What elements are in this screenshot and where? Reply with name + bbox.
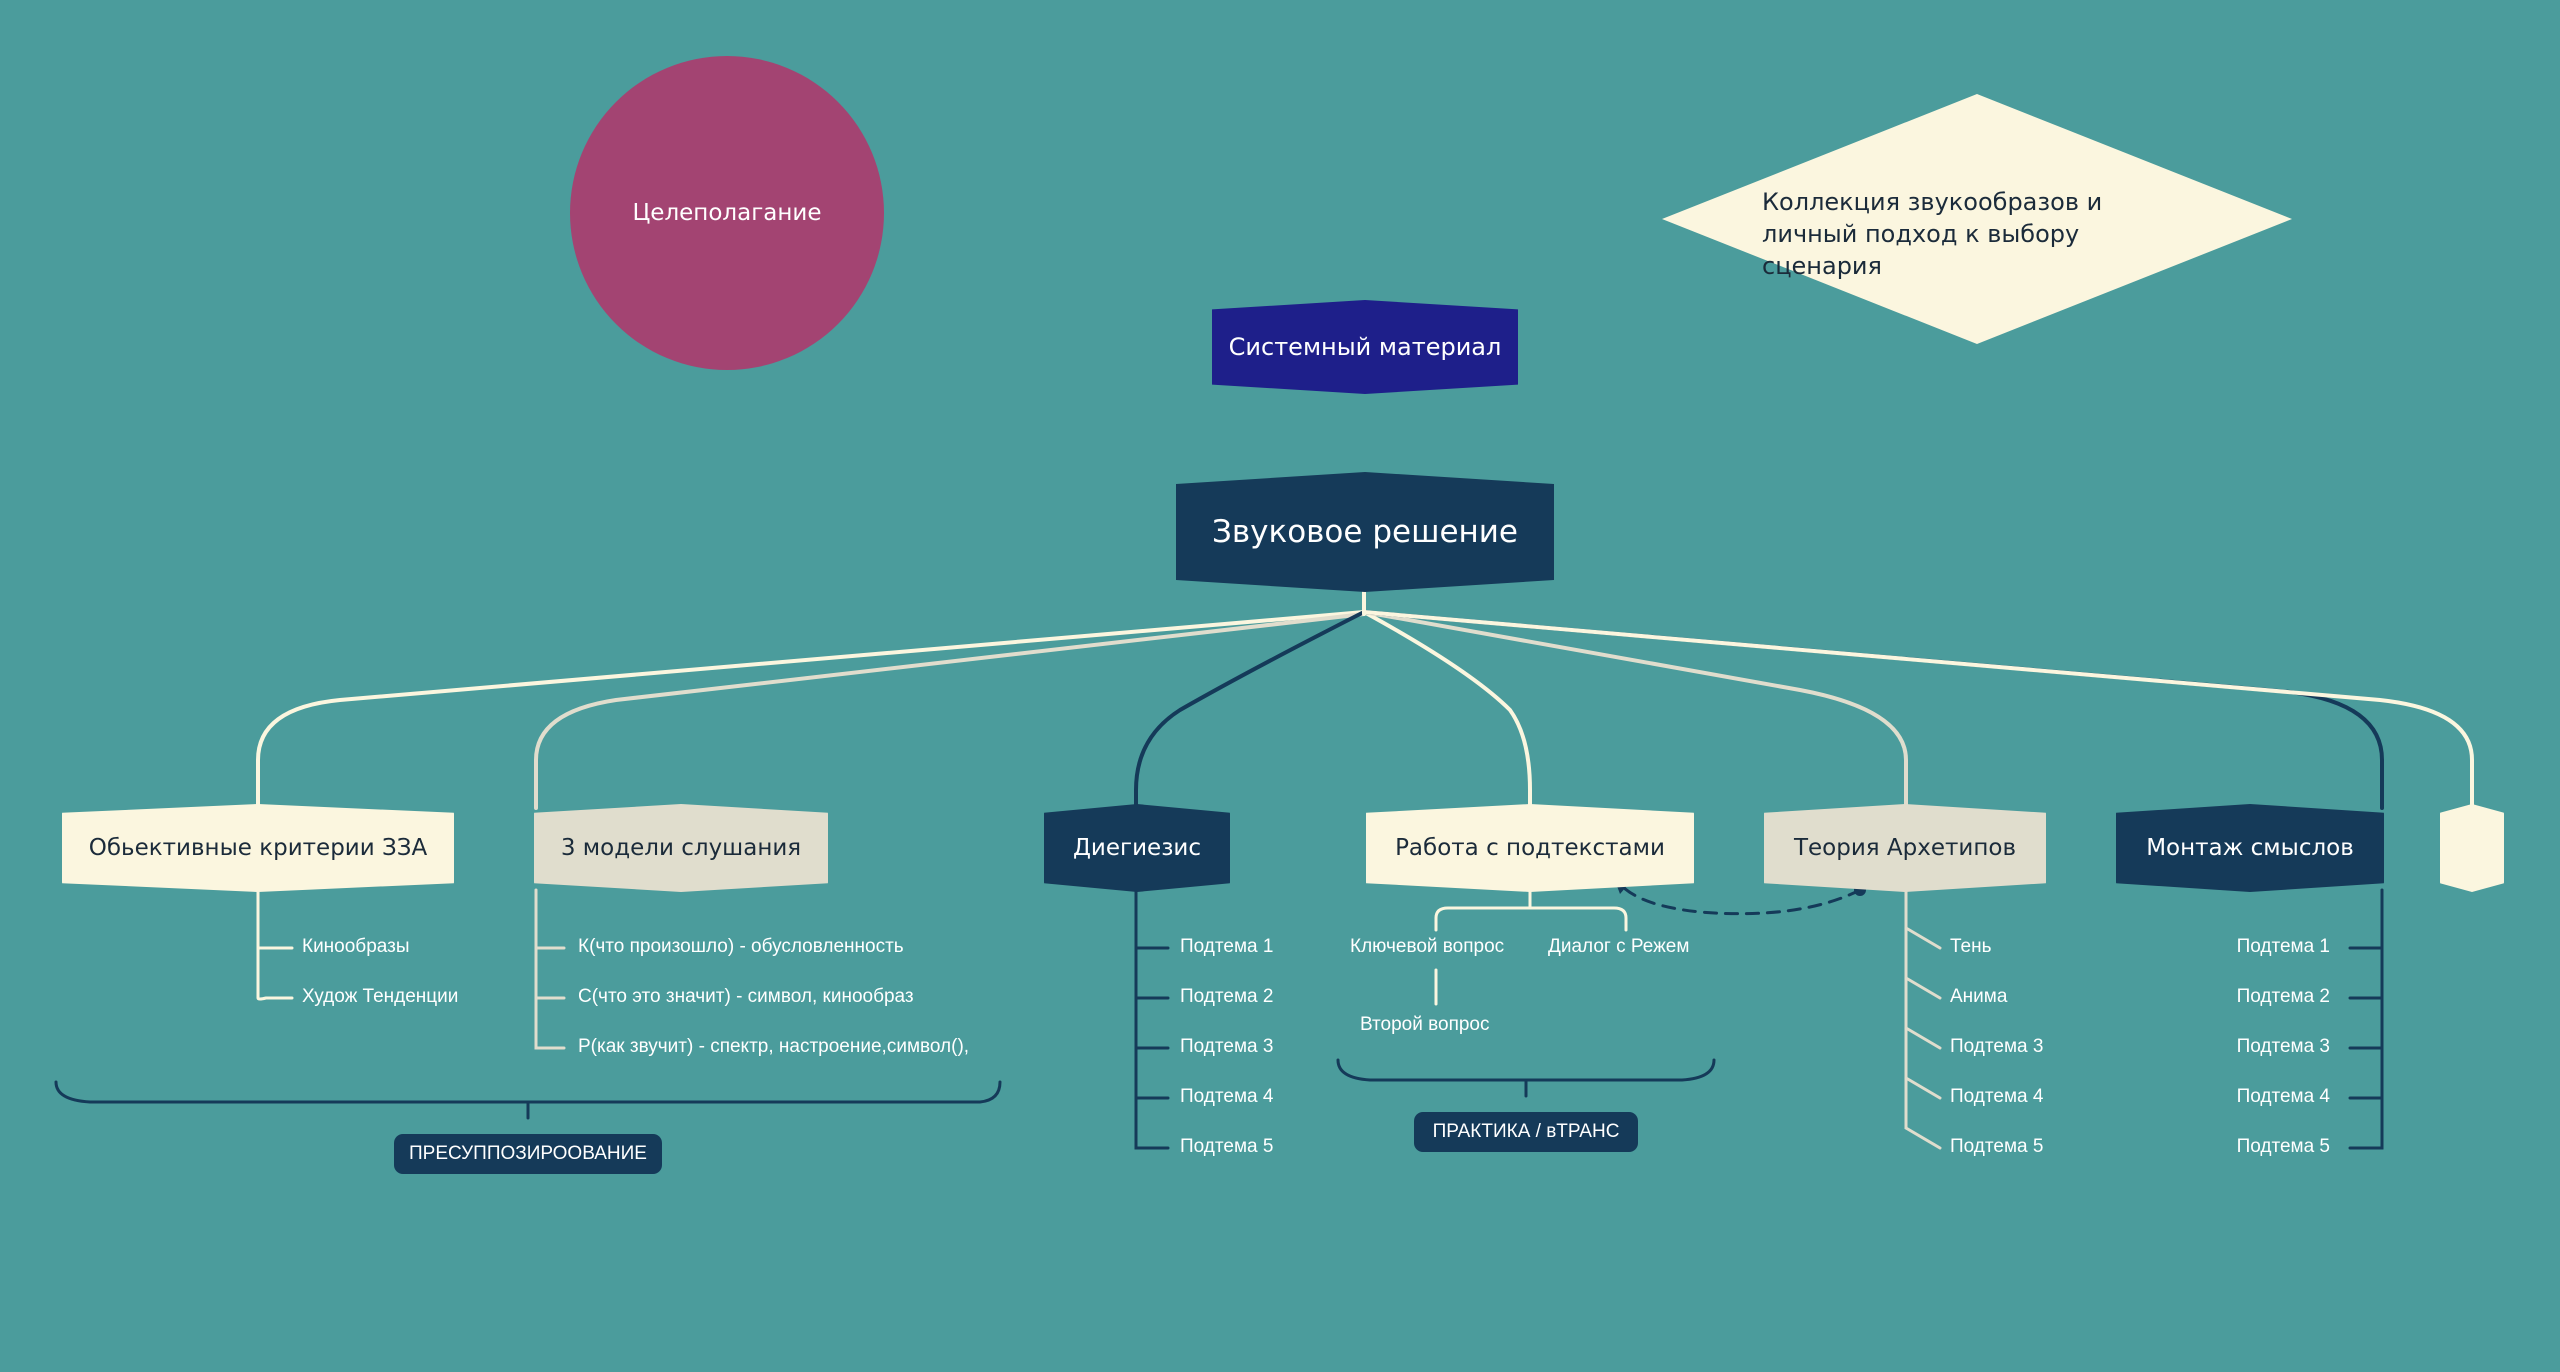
branch-criteria[interactable]: Обьективные критерии ЗЗА <box>62 804 454 892</box>
connector-root-to-montage <box>1362 610 2384 810</box>
branch-montage-label: Монтаж смыслов <box>2146 835 2354 861</box>
branch-listening-models[interactable]: 3 модели слушания <box>534 804 828 892</box>
root-node[interactable]: Звуковое решение <box>1176 472 1554 592</box>
diegesis-child-3[interactable]: Подтема 3 <box>1180 1036 1274 1057</box>
tree-archetypes <box>1904 888 1942 1150</box>
tree-diegesis <box>1134 888 1170 1150</box>
branch-criteria-label: Обьективные критерии ЗЗА <box>88 835 428 861</box>
diegesis-child-2[interactable]: Подтема 2 <box>1180 986 1274 1007</box>
goal-node[interactable]: Целеполагание <box>570 56 884 370</box>
branch-empty[interactable] <box>2440 804 2504 892</box>
root-node-label: Звуковое решение <box>1211 514 1519 550</box>
tree-criteria <box>256 888 294 1001</box>
branch-montage[interactable]: Монтаж смыслов <box>2116 804 2384 892</box>
archetypes-child-2[interactable]: Анима <box>1950 986 2008 1007</box>
montage-child-1[interactable]: Подтема 1 <box>2236 936 2330 957</box>
branch-archetypes-label: Теория Архетипов <box>1793 835 2017 861</box>
montage-child-4[interactable]: Подтема 4 <box>2236 1086 2330 1107</box>
bracket-practice <box>1336 1058 1716 1098</box>
branch-archetypes[interactable]: Теория Архетипов <box>1764 804 2046 892</box>
archetypes-child-4[interactable]: Подтема 4 <box>1950 1086 2044 1107</box>
archetypes-child-3[interactable]: Подтема 3 <box>1950 1036 2044 1057</box>
bracket-presupposition <box>54 1080 1002 1120</box>
connector-root-to-diegesis <box>1134 610 1366 810</box>
tree-montage <box>2348 888 2384 1150</box>
archetypes-child-5[interactable]: Подтема 5 <box>1950 1136 2044 1157</box>
diegesis-child-1[interactable]: Подтема 1 <box>1180 936 1274 957</box>
montage-child-2[interactable]: Подтема 2 <box>2236 986 2330 1007</box>
system-material-node[interactable]: Системный материал <box>1212 300 1518 394</box>
collection-node-label: Коллекция звукообразов и личный подход к… <box>1762 188 2103 280</box>
branch-diegesis-label: Диегиезис <box>1072 835 1202 861</box>
subtexts-child-dialog[interactable]: Диалог с Режем <box>1548 936 1690 957</box>
archetypes-child-1[interactable]: Тень <box>1950 936 1992 957</box>
models-child-2[interactable]: С(что это значит) - символ, кинообраз <box>578 986 914 1007</box>
montage-child-3[interactable]: Подтема 3 <box>2236 1036 2330 1057</box>
tree-models <box>534 888 566 1050</box>
branch-subtexts[interactable]: Работа с подтекстами <box>1366 804 1694 892</box>
subtexts-child-key-question[interactable]: Ключевой вопрос <box>1350 936 1505 957</box>
tree-subtexts <box>1434 888 1628 1006</box>
subtexts-child-second-question[interactable]: Второй вопрос <box>1360 1014 1490 1035</box>
models-child-1[interactable]: К(что произошло) - обусловленность <box>578 936 904 957</box>
system-material-label: Системный материал <box>1228 333 1502 361</box>
branch-listening-models-label: 3 модели слушания <box>560 835 802 861</box>
connector-root-to-models <box>534 612 1366 810</box>
montage-child-5[interactable]: Подтема 5 <box>2236 1136 2330 1157</box>
criteria-child-2[interactable]: Худож Тенденции <box>302 986 459 1007</box>
diegesis-child-5[interactable]: Подтема 5 <box>1180 1136 1274 1157</box>
diegesis-child-4[interactable]: Подтема 4 <box>1180 1086 1274 1107</box>
goal-node-label: Целеполагание <box>632 200 822 226</box>
branch-subtexts-label: Работа с подтекстами <box>1395 835 1665 861</box>
models-child-3[interactable]: Р(как звучит) - спектр, настроение,симво… <box>578 1036 970 1057</box>
practice-label[interactable]: ПРАКТИКА / вТРАНС <box>1414 1112 1638 1152</box>
connector-root-to-archetypes <box>1362 610 1908 810</box>
dashed-relation <box>1618 882 1862 916</box>
connector-root-to-empty <box>1362 610 2474 810</box>
connector-root-to-subtexts <box>1362 610 1532 810</box>
criteria-child-1[interactable]: Кинообразы <box>302 936 410 957</box>
presupposition-label[interactable]: ПРЕСУППОЗИРООВАНИЕ <box>394 1134 662 1174</box>
connector-root-to-criteria <box>256 610 1366 810</box>
branch-diegesis[interactable]: Диегиезис <box>1044 804 1230 892</box>
